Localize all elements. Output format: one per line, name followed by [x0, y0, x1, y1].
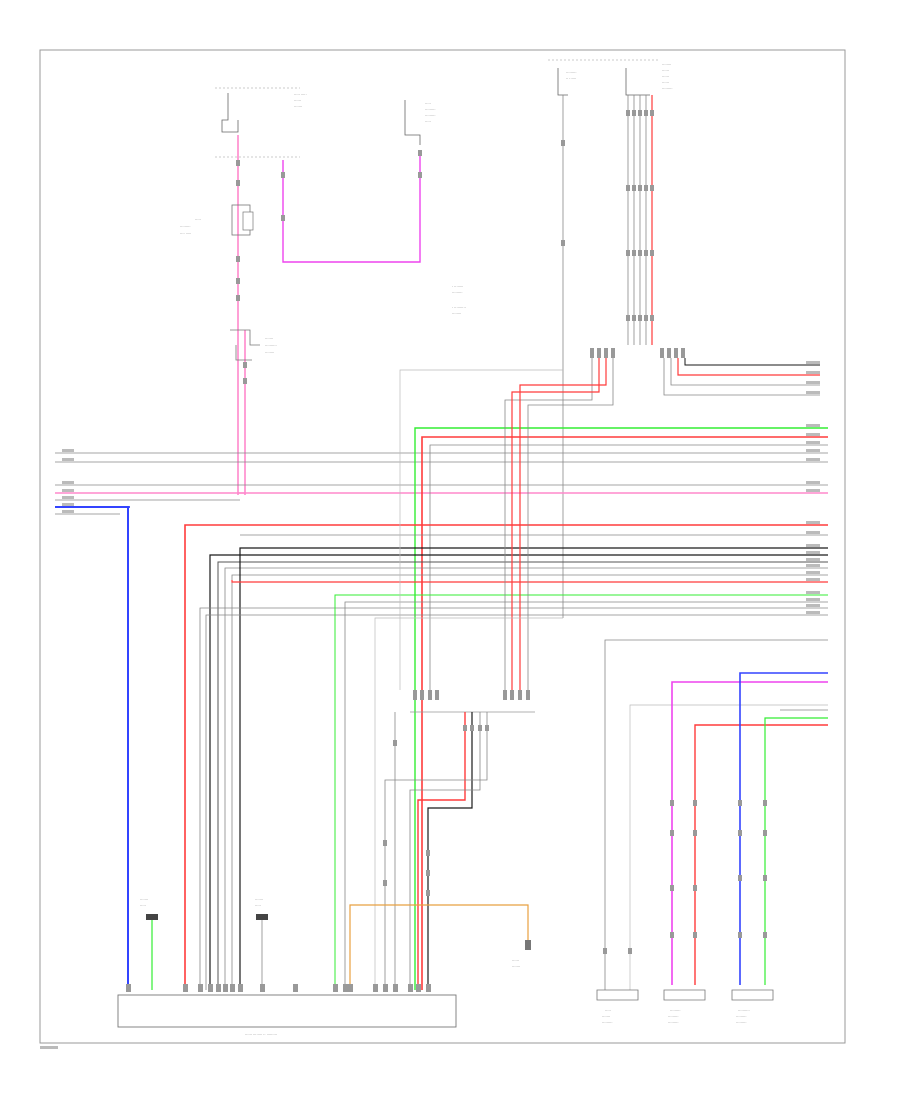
- svg-text:······: ······: [512, 959, 519, 963]
- top-right-connector-a: ········· ·· ······: [557, 68, 577, 96]
- svg-text:· ········: · ········: [452, 285, 463, 289]
- svg-text:·····: ·····: [140, 904, 146, 908]
- svg-text:······: ······: [662, 69, 669, 73]
- svg-text:·········: ·········: [668, 1015, 679, 1019]
- svg-text:·····: ·····: [425, 102, 431, 106]
- svg-text:·······: ·······: [512, 965, 520, 969]
- svg-text:·······: ·······: [602, 1015, 610, 1019]
- right-sensor-1: ····· ······· ·········: [596, 989, 639, 1025]
- horizontal-bus: [55, 358, 828, 990]
- svg-text:·····: ·····: [605, 1009, 611, 1013]
- top-left-connector: ····· ····· ······ ·······: [215, 87, 307, 133]
- top-right-harness: ········· ·· ······ ········ ······ ····…: [548, 59, 820, 618]
- svg-text:······: ······: [662, 75, 669, 79]
- center-legend: · ········ ········· · ·········· ······…: [452, 285, 466, 316]
- svg-text:··········: ··········: [265, 344, 277, 348]
- svg-text:······ ········ ·· ·········: ······ ········ ·· ·········: [245, 1033, 277, 1037]
- right-sensors: ····· ······· ········· ········· ······…: [596, 639, 828, 1025]
- svg-text:·········: ·········: [670, 1009, 681, 1013]
- bottom-left-grounds: ······· ····· ······· ·····: [140, 898, 268, 990]
- svg-text:·········: ·········: [566, 71, 577, 75]
- svg-text:·········: ·········: [662, 87, 673, 91]
- svg-text:······: ······: [294, 99, 301, 103]
- footer-mark: [40, 1046, 58, 1049]
- svg-text:·········: ·········: [425, 108, 436, 112]
- svg-text:·········: ·········: [668, 1021, 679, 1025]
- right-sensor-2: ········· ········· ·········: [663, 989, 706, 1025]
- svg-text:· ··········: · ··········: [452, 306, 466, 310]
- svg-text:········: ········: [265, 351, 274, 355]
- right-sensor-3: ·········· ········· ·········: [731, 989, 774, 1025]
- center-junction: ······ ·······: [349, 690, 535, 990]
- svg-text:··········: ··········: [738, 1009, 750, 1013]
- left-harness: ····· ····· ······ ······· ····· ·······…: [180, 87, 466, 495]
- svg-text:·········: ·········: [736, 1021, 747, 1025]
- svg-text:·······: ·······: [265, 337, 273, 341]
- top-middle-connector: ····· ········· ········· ·····: [404, 100, 436, 145]
- left-terminal-labels: [62, 449, 74, 513]
- svg-text:·······: ·······: [140, 898, 148, 902]
- svg-text:·······: ·······: [255, 898, 263, 902]
- svg-text:·····: ·····: [425, 120, 431, 124]
- svg-text:·····: ·····: [195, 218, 201, 222]
- right-terminal-labels: [806, 361, 820, 614]
- svg-text:·····: ·····: [255, 904, 261, 908]
- top-right-connector-b: ········ ······ ······ ······ ·········: [625, 63, 673, 96]
- svg-text:·········: ·········: [736, 1015, 747, 1019]
- svg-text:·········: ·········: [180, 225, 191, 229]
- svg-text:···· ·····: ···· ·····: [180, 232, 191, 236]
- svg-text:·· ······: ·· ······: [566, 77, 576, 81]
- upper-left-module: ····· ········· ···· ·····: [180, 204, 254, 236]
- svg-text:·······: ·······: [294, 105, 302, 109]
- svg-text:·········: ·········: [602, 1021, 613, 1025]
- svg-text:·········: ·········: [452, 291, 463, 295]
- lower-left-module: ······· ·········· ········: [230, 329, 277, 361]
- svg-text:·········: ·········: [425, 114, 436, 118]
- svg-text:······: ······: [662, 81, 669, 85]
- svg-text:········: ········: [452, 312, 461, 316]
- svg-text:········: ········: [662, 63, 671, 67]
- bottom-main-module: ······ ········ ·· ·········: [117, 984, 457, 1037]
- diagram-border: [39, 49, 846, 1044]
- ground-point: ······ ·······: [512, 940, 531, 969]
- svg-text:····· ·····: ····· ·····: [294, 93, 307, 97]
